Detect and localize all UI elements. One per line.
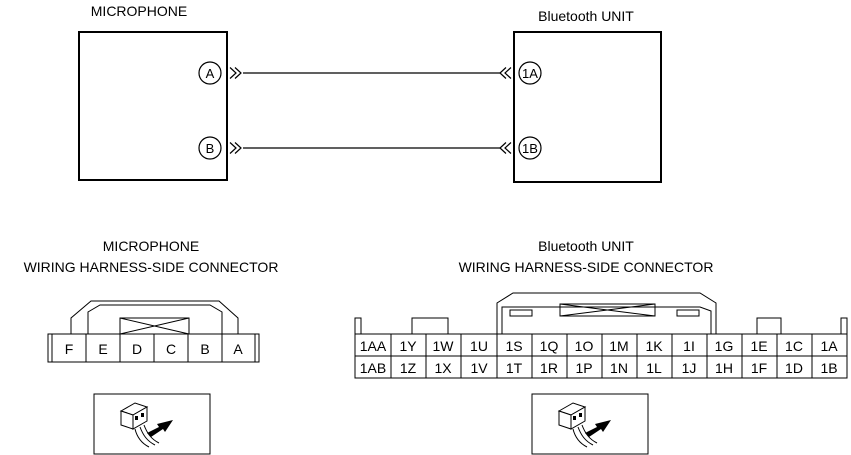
bt-pin-label: 1V (470, 360, 488, 376)
bt-pin-label: 1I (683, 338, 695, 354)
bt-pin-label: 1P (575, 360, 592, 376)
bt-pin-label: 1T (506, 360, 523, 376)
svg-text:A: A (206, 66, 215, 81)
bt-pin-label: 1G (715, 338, 734, 354)
bt-pin-label: 1U (470, 338, 488, 354)
connector-view-icon (531, 393, 649, 455)
bt-pin-label: 1E (750, 338, 767, 354)
microphone-box (78, 31, 228, 181)
bt-pin-label: 1J (682, 360, 697, 376)
bt-pin-label: 1R (540, 360, 558, 376)
bt-pin-label: 1D (785, 360, 803, 376)
mic-connector-pin-e: E (98, 341, 107, 357)
bt-pin-1a: 1A (518, 61, 542, 85)
mic-connector-pin-f: F (65, 341, 74, 357)
microphone-title: MICROPHONE (91, 3, 187, 19)
wire-a (229, 67, 512, 79)
bt-pin-label: 1M (609, 338, 628, 354)
mic-connector-title-2: WIRING HARNESS-SIDE CONNECTOR (24, 259, 279, 275)
bt-connector-title-1: Bluetooth UNIT (538, 238, 634, 254)
bluetooth-unit-title: Bluetooth UNIT (538, 8, 634, 24)
bt-pin-label: 1F (751, 360, 767, 376)
bt-pin-label: 1AB (360, 360, 386, 376)
bt-pin-label: 1L (646, 360, 662, 376)
bt-connector-face (354, 292, 848, 379)
bt-pin-label: 1Q (540, 338, 559, 354)
bt-pin-label: 1Y (399, 338, 417, 354)
bt-pin-label: 1Z (400, 360, 417, 376)
mic-connector-pin-a: A (233, 341, 243, 357)
bt-pin-label: 1H (715, 360, 733, 376)
connector-view-icon (93, 393, 211, 455)
bt-pin-label: 1W (433, 338, 455, 354)
mic-connector-pin-c: C (166, 341, 176, 357)
bt-pin-label: 1C (785, 338, 803, 354)
bt-connector-title-2: WIRING HARNESS-SIDE CONNECTOR (459, 259, 714, 275)
bt-pin-label: 1N (610, 360, 628, 376)
mic-connector-title-1: MICROPHONE (103, 238, 199, 254)
mic-pin-a: A (198, 61, 222, 85)
bt-pin-1b: 1B (518, 136, 542, 160)
mic-connector-pin-d: D (132, 341, 142, 357)
mic-connector-face (47, 300, 260, 363)
wire-b (229, 142, 512, 154)
bt-pin-label: 1S (505, 338, 522, 354)
svg-text:1A: 1A (522, 66, 538, 81)
bt-pin-label: 1X (434, 360, 452, 376)
bt-pin-label: 1K (645, 338, 663, 354)
bt-pin-label: 1AA (360, 338, 387, 354)
svg-text:B: B (206, 141, 215, 156)
bt-pin-label: 1B (820, 360, 837, 376)
mic-connector-pin-b: B (200, 341, 209, 357)
bt-pin-label: 1O (575, 338, 594, 354)
bt-connector-row-2: 1AB 1Z 1X 1V 1T 1R 1P 1N 1L 1J 1H 1F 1D … (360, 360, 838, 376)
svg-text:1B: 1B (522, 141, 538, 156)
bt-connector-row-1: 1AA 1Y 1W 1U 1S 1Q 1O 1M 1K 1I 1G 1E 1C … (360, 338, 838, 354)
bluetooth-unit-box (513, 31, 662, 183)
mic-pin-b: B (198, 136, 222, 160)
bt-pin-label: 1A (820, 338, 838, 354)
